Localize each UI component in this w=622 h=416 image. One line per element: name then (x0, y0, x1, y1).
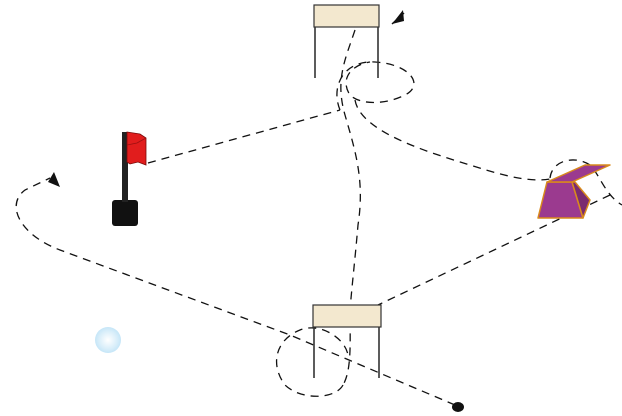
ramp-top (546, 164, 611, 183)
trajectory-top-gate-swirl (336, 61, 415, 111)
bottom-gate (312, 304, 382, 378)
ball-icon (452, 402, 464, 412)
trajectory-top-to-bottom-gate (340, 29, 361, 386)
flag-pole (122, 132, 128, 202)
trajectory-paths (15, 29, 622, 406)
ghost-ball-icon (95, 327, 121, 353)
gate-icon (312, 304, 382, 328)
ramp (537, 164, 611, 219)
trajectory-top-gate-to-ramp (354, 99, 556, 181)
trajectory-ball-to-left-arrow (15, 177, 456, 406)
ramp-side (571, 181, 591, 219)
gate-icon (313, 4, 380, 28)
arrowhead-shaft (391, 12, 405, 25)
trajectory-bottom-gate-loop (276, 327, 349, 397)
flag-fold (126, 137, 147, 146)
flag (112, 131, 147, 226)
top-gate (313, 4, 380, 78)
arrowhead-icon (48, 172, 60, 187)
trajectory-ramp-hop (549, 159, 622, 206)
arrowheads (48, 10, 405, 187)
flag-base (112, 200, 138, 226)
flag-icon (126, 131, 147, 166)
trajectory-flag-to-top-gate (147, 109, 341, 164)
